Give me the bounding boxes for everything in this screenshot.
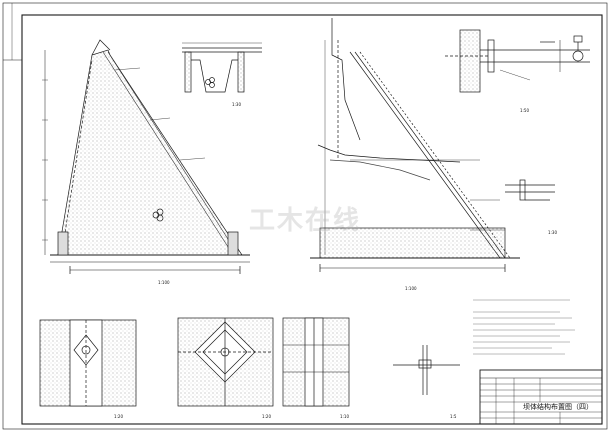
top-detail-scale: 1:30	[232, 102, 241, 107]
notes-area	[473, 299, 575, 355]
bottom-detail-4	[393, 345, 460, 395]
top-detail-view	[182, 42, 262, 93]
detail-1-scale: 1:20	[114, 414, 123, 419]
pipe-detail-scale: 1:50	[520, 108, 529, 113]
pipe-detail-view	[445, 29, 590, 93]
detail-4-scale: 1:5	[450, 414, 457, 419]
title-block	[479, 369, 603, 425]
bottom-detail-3	[282, 317, 350, 407]
right-section-scale: 1:100	[405, 286, 417, 291]
bottom-detail-2	[177, 317, 274, 407]
left-section-scale: 1:100	[158, 280, 170, 285]
right-dam-section	[310, 18, 520, 272]
detail-2-scale: 1:20	[262, 414, 271, 419]
small-detail-scale: 1:30	[548, 230, 557, 235]
small-detail-view	[505, 179, 555, 201]
detail-3-scale: 1:10	[340, 414, 349, 419]
bottom-detail-1	[39, 319, 137, 407]
drawing-name: 坝体结构布置图（四）	[523, 403, 593, 411]
left-dam-section	[42, 39, 250, 274]
